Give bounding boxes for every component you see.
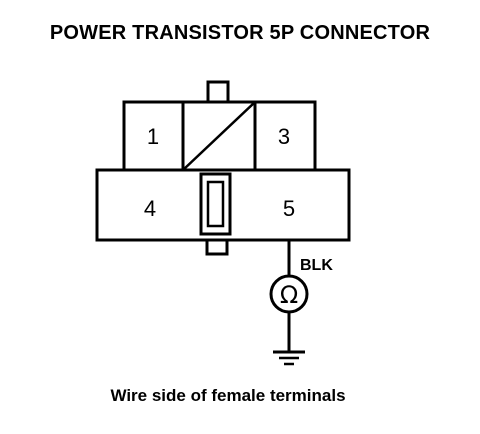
connector-latch-bottom <box>205 238 229 256</box>
diagram-caption: Wire side of female terminals <box>110 386 346 405</box>
ground-icon <box>273 350 305 366</box>
connector-latch-top <box>206 80 230 104</box>
terminal-5-label: 5 <box>283 196 295 221</box>
terminal-1-label: 1 <box>147 124 159 149</box>
empty-cavity-mark <box>182 101 256 171</box>
diagram-title: POWER TRANSISTOR 5P CONNECTOR <box>49 22 431 44</box>
ohm-symbol: Ω <box>280 281 298 309</box>
terminal-3-label: 3 <box>278 124 290 149</box>
wire-color-label: BLK <box>300 257 333 274</box>
terminal-4-label: 4 <box>144 196 156 221</box>
